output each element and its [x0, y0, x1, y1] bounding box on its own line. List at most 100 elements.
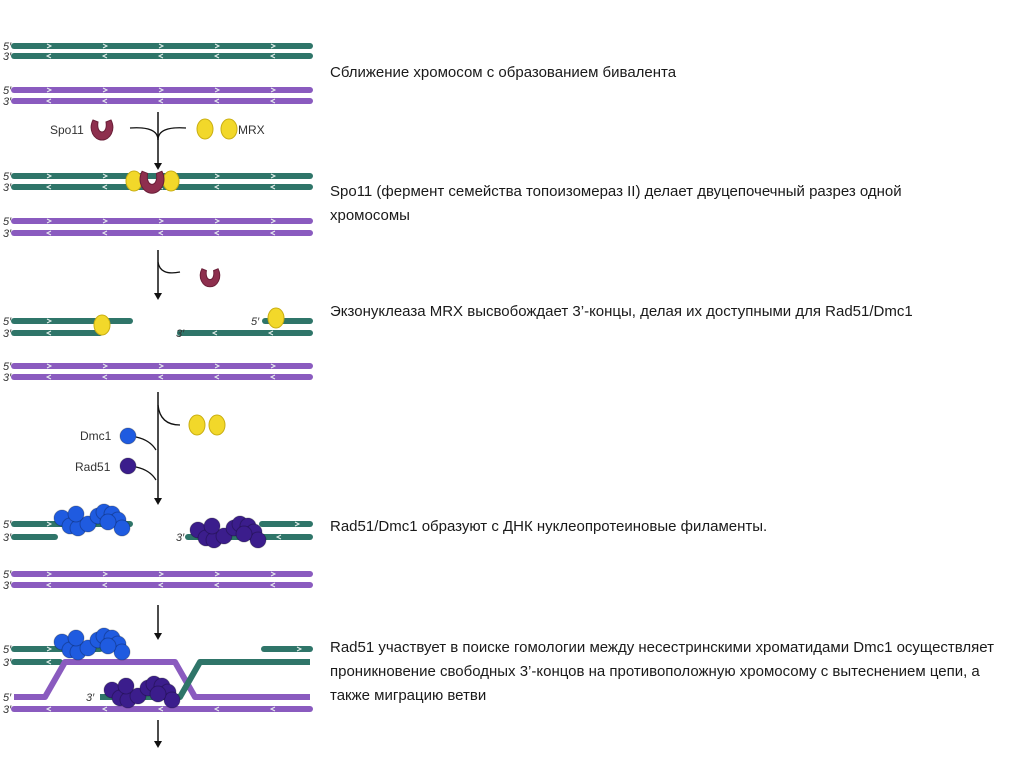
strand-direction-chevron — [158, 571, 165, 577]
five-prime-label: 5′ — [3, 361, 12, 373]
strand-direction-chevron — [46, 571, 53, 577]
strand-direction-chevron — [158, 363, 165, 369]
strand-direction-chevron — [267, 330, 274, 336]
strand-direction-chevron — [45, 659, 52, 665]
strand-direction-chevron — [270, 87, 277, 93]
three-prime-label: 3′ — [3, 580, 12, 592]
strand-direction-chevron — [45, 230, 52, 236]
arrow-head-icon — [154, 293, 162, 300]
five-prime-label: 5′ — [3, 644, 12, 656]
strand-direction-chevron — [46, 318, 53, 324]
strand-direction-chevron — [275, 534, 282, 540]
dmc1-filament-ball — [67, 505, 85, 523]
dna-strands — [11, 43, 313, 712]
mrx-protein-icon — [220, 118, 238, 140]
strand-direction-chevron — [46, 646, 53, 652]
strand-direction-chevron — [158, 218, 165, 224]
strand-direction-chevron — [46, 363, 53, 369]
step-1-description: Сближение хромосом с образованием бивале… — [330, 64, 677, 81]
five-prime-label: 5′ — [3, 41, 12, 53]
dmc1-protein-icon — [119, 427, 137, 445]
strand-direction-chevron — [269, 230, 276, 236]
strand-direction-chevron — [157, 98, 164, 104]
five-prime-label: 5′ — [3, 85, 12, 97]
dmc1-label: Dmc1 — [80, 429, 112, 443]
five-prime-label: 5′ — [3, 692, 12, 704]
strand-direction-chevron — [45, 706, 52, 712]
strand-direction-chevron — [45, 374, 52, 380]
strand-direction-chevron — [213, 98, 220, 104]
mrx-protein-icon — [162, 170, 180, 192]
strand-direction-chevron — [213, 230, 220, 236]
strand-direction-chevron — [213, 706, 220, 712]
strand-direction-chevron — [102, 571, 109, 577]
rad51-filament-ball — [117, 677, 135, 695]
strand-direction-chevron — [214, 87, 221, 93]
strand-direction-chevron — [213, 374, 220, 380]
mrx-protein-icon — [267, 307, 285, 329]
strand-direction-chevron — [101, 98, 108, 104]
rad51-label: Rad51 — [75, 460, 111, 474]
branch-arrow — [129, 127, 159, 141]
strand-direction-chevron — [45, 53, 52, 59]
rad51-filament-ball — [249, 531, 267, 549]
strand-direction-chevron — [213, 184, 220, 190]
three-prime-label: 3′ — [3, 51, 12, 63]
strand-direction-chevron — [294, 521, 301, 527]
strand-direction-chevron — [269, 582, 276, 588]
strand-direction-chevron — [45, 98, 52, 104]
strand-direction-chevron — [158, 87, 165, 93]
strand-direction-chevron — [46, 218, 53, 224]
mrx-protein-icon — [188, 414, 206, 436]
rad51-filament-ball — [163, 691, 181, 709]
strand-direction-chevron — [269, 184, 276, 190]
strand-direction-chevron — [270, 363, 277, 369]
strand-direction-chevron — [102, 363, 109, 369]
proteins — [53, 118, 285, 709]
branch-arrow — [157, 261, 181, 274]
mrx-label: MRX — [238, 123, 265, 137]
three-prime-label: 3′ — [3, 704, 12, 716]
strand-direction-chevron — [46, 173, 53, 179]
strand-direction-chevron — [296, 646, 303, 652]
strand-direction-chevron — [157, 582, 164, 588]
strand-direction-chevron — [269, 374, 276, 380]
mrx-protein-icon — [93, 314, 111, 336]
three-prime-label: 3′ — [176, 532, 185, 544]
spo11-protein-icon — [199, 268, 221, 288]
mrx-protein-icon — [208, 414, 226, 436]
strand-direction-chevron — [214, 571, 221, 577]
strand-direction-chevron — [102, 43, 109, 49]
three-prime-label: 3′ — [3, 532, 12, 544]
rad51-protein-icon — [119, 457, 137, 475]
spo11-label: Spo11 — [50, 123, 84, 137]
strand-direction-chevron — [158, 43, 165, 49]
strand-direction-chevron — [211, 330, 218, 336]
strand-direction-chevron — [102, 87, 109, 93]
dna-strand-invading — [14, 659, 310, 700]
strand-direction-chevron — [46, 521, 53, 527]
strand-direction-chevron — [46, 87, 53, 93]
five-prime-label: 5′ — [251, 316, 260, 328]
dmc1-filament-ball — [99, 637, 117, 655]
strand-direction-chevron — [214, 43, 221, 49]
strand-direction-chevron — [45, 582, 52, 588]
strand-direction-chevron — [101, 53, 108, 59]
strand-direction-chevron — [46, 43, 53, 49]
rad51-filament-ball — [149, 685, 167, 703]
strand-direction-chevron — [102, 218, 109, 224]
branch-arrow — [157, 404, 181, 426]
strand-direction-chevron — [101, 230, 108, 236]
strand-direction-chevron — [269, 53, 276, 59]
arrow-head-icon — [154, 498, 162, 505]
five-prime-label: 5′ — [3, 569, 12, 581]
strand-direction-chevron — [102, 173, 109, 179]
dmc1-filament-ball — [67, 629, 85, 647]
strand-direction-chevron — [157, 53, 164, 59]
spo11-protein-icon — [90, 119, 114, 141]
strand-direction-chevron — [101, 374, 108, 380]
step-3-description: Экзонуклеаза MRX высвобождает 3’-концы, … — [330, 303, 913, 320]
arrow-head-icon — [154, 741, 162, 748]
branch-arrow — [135, 466, 157, 481]
